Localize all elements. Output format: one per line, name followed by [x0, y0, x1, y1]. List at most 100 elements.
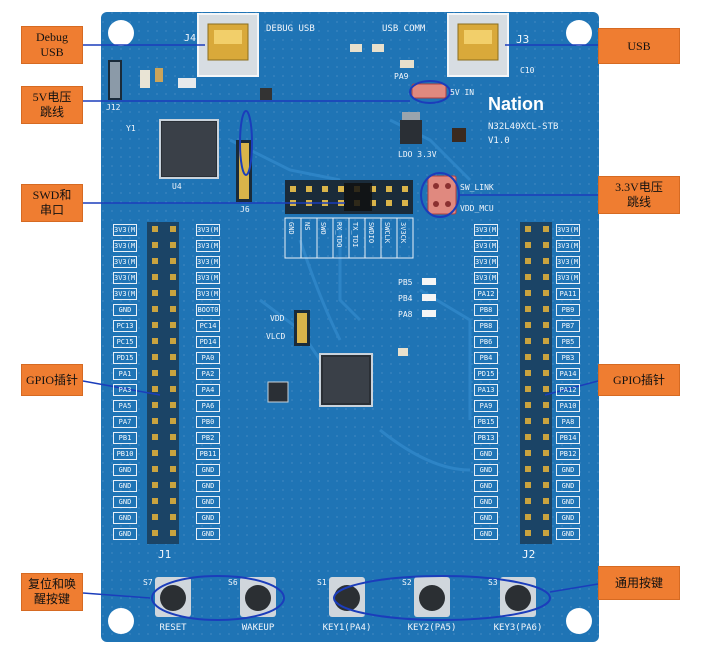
header-pin — [543, 482, 549, 488]
header-pin — [170, 322, 176, 328]
pin-label-left-outer-pins-11: PA5 — [113, 400, 137, 412]
pin-label-left-inner-pins-15: GND — [196, 464, 220, 476]
header-pin — [525, 498, 531, 504]
header-pin — [152, 338, 158, 344]
silk-c10: C10 — [520, 66, 535, 75]
pin-label-left-inner-pins-16: GND — [196, 480, 220, 492]
pin-label-left-inner-pins-6: PC14 — [196, 320, 220, 332]
silk-vdd: VDD — [270, 314, 285, 323]
header-pin — [525, 322, 531, 328]
pin-label-left-inner-pins-4: 3V3(M) — [196, 288, 220, 300]
pin-label-left-inner-pins-14: PB11 — [196, 448, 220, 460]
header-pin — [525, 434, 531, 440]
pin-label-right-inner-pins-2: 3V3(M) — [474, 256, 498, 268]
header-pin — [543, 434, 549, 440]
reset-wakeup-highlight — [151, 575, 285, 621]
pin-label-right-outer-pins-17: GND — [556, 496, 580, 508]
header-pin — [525, 290, 531, 296]
button-silk-2: S1 — [317, 578, 327, 587]
pin-label-left-inner-pins-12: PB0 — [196, 416, 220, 428]
swd-pin-label-5: SWDIO — [367, 222, 375, 244]
header-pin — [543, 514, 549, 520]
header-pin — [152, 434, 158, 440]
swd-pin-label-6: SWCLK — [383, 222, 391, 244]
pin-label-left-inner-pins-10: PA4 — [196, 384, 220, 396]
pin-label-left-outer-pins-3: 3V3(M) — [113, 272, 137, 284]
header-pin — [525, 226, 531, 232]
header-pin — [152, 482, 158, 488]
pin-label-right-inner-pins-16: GND — [474, 480, 498, 492]
header-pin — [170, 386, 176, 392]
swd-pin-label-4: TX_TDI — [351, 222, 359, 248]
header-pin — [170, 274, 176, 280]
silk-j2: J2 — [522, 548, 536, 561]
pin-label-right-inner-pins-8: PB4 — [474, 352, 498, 364]
pin-label-right-inner-pins-4: PA12 — [474, 288, 498, 300]
pin-label-right-inner-pins-14: GND — [474, 448, 498, 460]
header-pin — [170, 530, 176, 536]
pin-label-right-outer-pins-2: 3V3(M) — [556, 256, 580, 268]
pin-label-left-outer-pins-14: PB10 — [113, 448, 137, 460]
callout-user-keys: 通用按键 — [598, 566, 680, 600]
pin-label-left-outer-pins-10: PA3 — [113, 384, 137, 396]
header-pin — [152, 386, 158, 392]
mounting-hole — [566, 20, 592, 46]
silk-pb4: PB4 — [398, 294, 413, 303]
header-pin — [152, 274, 158, 280]
button-silk-4: S3 — [488, 578, 498, 587]
header-pin — [170, 306, 176, 312]
callout-reset-wakeup: 复位和唤 醒按键 — [21, 573, 83, 611]
header-pin — [525, 370, 531, 376]
pin-label-right-outer-pins-11: PA10 — [556, 400, 580, 412]
pin-label-right-outer-pins-0: 3V3(M) — [556, 224, 580, 236]
pin-label-left-outer-pins-15: GND — [113, 464, 137, 476]
pin-label-right-outer-pins-5: PB9 — [556, 304, 580, 316]
callout-debug-usb: Debug USB — [21, 26, 83, 64]
header-pin — [152, 354, 158, 360]
button-label-0: RESET — [159, 623, 187, 633]
header-pin — [525, 482, 531, 488]
button-silk-0: S7 — [143, 578, 153, 587]
header-pin — [543, 242, 549, 248]
header-pin — [543, 258, 549, 264]
header-pin — [170, 514, 176, 520]
pin-label-right-inner-pins-5: PB8 — [474, 304, 498, 316]
swd-pin-label-0: GND — [287, 222, 295, 235]
header-pin — [525, 338, 531, 344]
silk-5v-in: 5V IN — [450, 88, 475, 97]
header-pin — [152, 498, 158, 504]
header-pin — [170, 258, 176, 264]
button-silk-1: S6 — [228, 578, 238, 587]
pin-label-left-inner-pins-18: GND — [196, 512, 220, 524]
pin-label-right-outer-pins-7: PB5 — [556, 336, 580, 348]
silk-j3: J3 — [516, 33, 530, 46]
pin-label-right-outer-pins-8: PB3 — [556, 352, 580, 364]
header-pin — [543, 274, 549, 280]
header-pin — [543, 498, 549, 504]
header-pin — [525, 258, 531, 264]
callout-swd-uart: SWD和 串口 — [21, 184, 83, 222]
pin-label-right-inner-pins-15: GND — [474, 464, 498, 476]
pin-label-left-inner-pins-9: PA2 — [196, 368, 220, 380]
silk-j4: J4 — [184, 33, 197, 44]
header-pin — [152, 514, 158, 520]
pin-label-right-inner-pins-11: PA9 — [474, 400, 498, 412]
swd-pin-label-2: SWO — [319, 222, 327, 235]
pin-label-right-outer-pins-16: GND — [556, 480, 580, 492]
pin-label-left-inner-pins-7: PD14 — [196, 336, 220, 348]
header-pin — [152, 322, 158, 328]
callout-gpio-right: GPIO插针 — [598, 364, 680, 396]
silk-usb-comm: USB COMM — [382, 24, 426, 34]
pin-label-right-outer-pins-3: 3V3(M) — [556, 272, 580, 284]
callout-3v3-jumper: 3.3V电压 跳线 — [598, 176, 680, 214]
pin-label-left-outer-pins-17: GND — [113, 496, 137, 508]
button-cap — [419, 585, 445, 611]
header-pin — [543, 226, 549, 232]
header-pin — [152, 450, 158, 456]
header-pin — [525, 514, 531, 520]
silk-vdd-mcu: VDD_MCU — [460, 204, 494, 213]
pin-label-right-outer-pins-13: PB14 — [556, 432, 580, 444]
header-pin — [170, 370, 176, 376]
pin-label-left-inner-pins-11: PA6 — [196, 400, 220, 412]
